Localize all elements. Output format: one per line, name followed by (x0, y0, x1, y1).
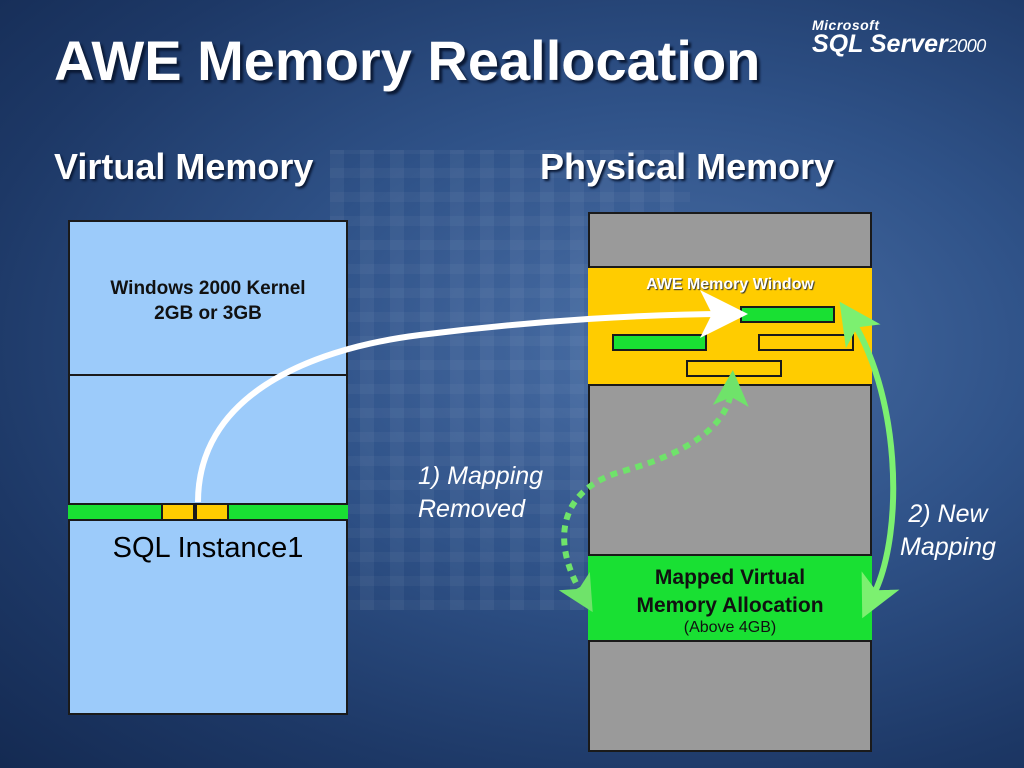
logo-version: 2000 (947, 36, 987, 56)
mapping-removed-line1: 1) Mapping (418, 462, 544, 490)
mapping-removed-note: 1) Mapping Removed (418, 460, 543, 526)
awe-window-segment-left (161, 503, 195, 521)
mapped-above-4gb-note: (Above 4GB) (683, 619, 777, 636)
kernel-label: Windows 2000 Kernel (110, 278, 306, 299)
sql-instance-label: SQL Instance1 (112, 532, 304, 564)
logo-company: Microsoft (812, 17, 880, 33)
awe-window-label: AWE Memory Window (646, 276, 814, 293)
kernel-region: Windows 2000 Kernel 2GB or 3GB (70, 222, 346, 376)
awe-window-segment-right (195, 503, 229, 521)
mapping-removed-line2: Removed (418, 495, 525, 523)
virtual-memory-heading: Virtual Memory (54, 146, 314, 187)
mapping-removed-arrow (558, 370, 749, 613)
physical-memory-heading: Physical Memory (540, 146, 835, 187)
kernel-size-label: 2GB or 3GB (154, 303, 262, 324)
new-mapping-arrow (839, 301, 900, 619)
sql-instance-address-strip (68, 503, 348, 521)
new-window-mapping-arrow (195, 290, 748, 503)
virtual-memory-box: Windows 2000 Kernel 2GB or 3GB SQL Insta… (68, 220, 348, 715)
slide-title: AWE Memory Reallocation (54, 29, 761, 92)
new-mapping-line2: Mapping (900, 533, 996, 561)
sql-server-logo: Microsoft SQL Server2000 (812, 18, 1004, 66)
new-mapping-line1: 2) New (908, 500, 988, 528)
logo-product-name: SQL Server (812, 30, 948, 58)
new-mapping-note: 2) New Mapping (900, 498, 996, 564)
awe-block-mapped (612, 334, 707, 351)
logo-product: SQL Server2000 (812, 32, 1004, 57)
